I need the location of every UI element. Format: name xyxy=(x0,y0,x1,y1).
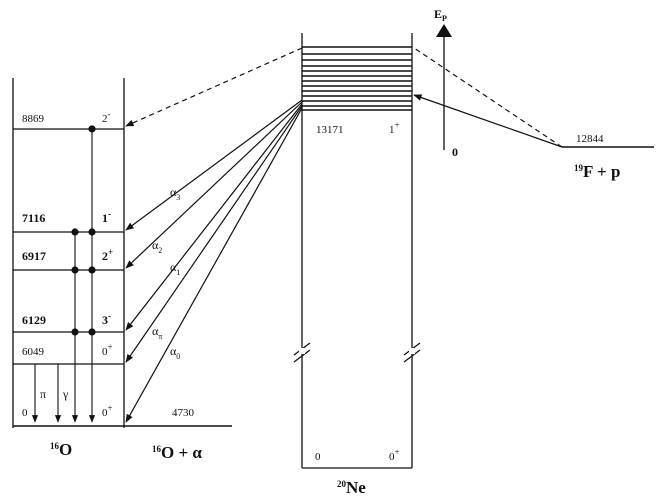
ne20-level-energy: 13171 xyxy=(316,124,344,136)
o16-alpha-channel-label: 16O + α xyxy=(152,443,202,462)
ne20-nucleus-label: 20Ne xyxy=(337,478,366,497)
proton-capture-dashed-line xyxy=(413,47,563,148)
ne20-resonance-band xyxy=(302,46,412,111)
o16-level-spin: 1- xyxy=(102,209,111,225)
ep-axis-label: EP xyxy=(434,7,447,23)
o16-level-energy: 0 xyxy=(22,407,28,419)
o16-level-spin: 0+ xyxy=(102,342,113,358)
pi-transition-label: π xyxy=(40,387,46,401)
o16-level-spin: 2+ xyxy=(102,247,113,263)
o16-level-energy: 6129 xyxy=(22,313,46,327)
alpha1-label: α1 xyxy=(170,260,180,277)
o16-level-spin: 2- xyxy=(102,109,111,125)
ne20-ground-spin: 0+ xyxy=(389,447,400,463)
axis-break-gap xyxy=(299,348,415,354)
ne20-level-spin: 1+ xyxy=(389,120,400,136)
alpha-decay-dashed-arrow xyxy=(125,47,303,127)
alpha2-label: α2 xyxy=(152,238,162,255)
alpha0-label: α0 xyxy=(170,344,180,361)
o16-level-spin: 3- xyxy=(102,311,111,327)
o16-level-energy: 6917 xyxy=(22,249,46,263)
o16-nucleus-label: 16O xyxy=(50,440,72,459)
o16-level-box xyxy=(12,78,232,428)
ep-arrow-head xyxy=(436,24,452,37)
o16-level-energy: 8869 xyxy=(22,113,45,125)
alpha-pi-label: απ xyxy=(152,324,162,341)
f19p-threshold-energy: 12844 xyxy=(576,133,604,145)
ne20-level-box xyxy=(301,33,413,469)
ne20-ground-energy: 0 xyxy=(315,451,321,463)
o16-transitions xyxy=(31,129,96,423)
gamma-transition-label: γ xyxy=(62,387,69,401)
proton-capture-arrow xyxy=(413,94,563,148)
o16-alpha-threshold: 4730 xyxy=(172,407,195,419)
ep-axis-zero: 0 xyxy=(452,145,458,159)
o16-level-spin: 0+ xyxy=(102,403,113,419)
o16-transition-dots xyxy=(71,125,96,336)
f19p-channel-label: 19F + p xyxy=(574,162,620,181)
alpha-decay-arrows xyxy=(125,99,303,423)
o16-level-energy: 7116 xyxy=(22,211,45,225)
alpha3-label: α3 xyxy=(170,185,180,202)
o16-level-energy: 6049 xyxy=(22,346,45,358)
axis-break-marks xyxy=(293,342,421,363)
